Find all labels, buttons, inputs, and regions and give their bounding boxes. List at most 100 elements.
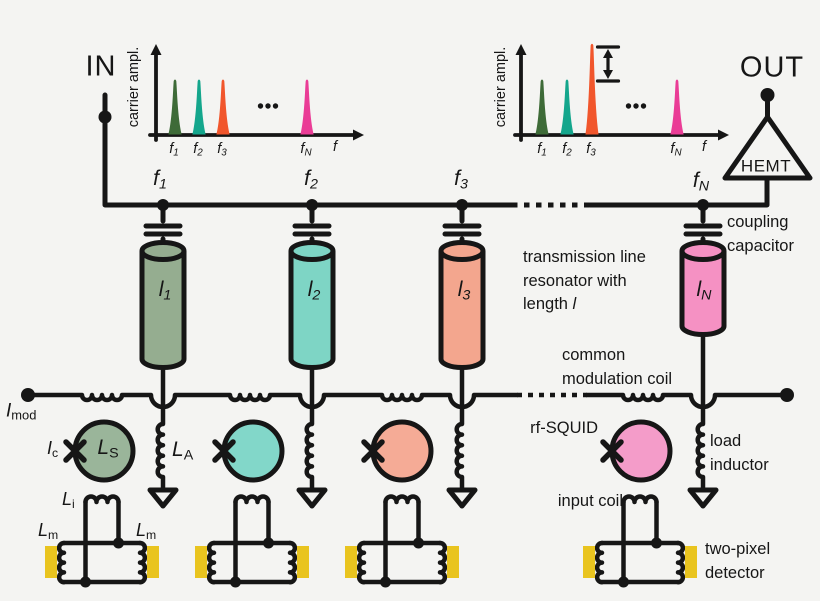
feedline-node-dot-4 [697,199,709,211]
spectrum-peak-1-0 [535,79,549,135]
resonator-cylinder-2 [288,251,336,370]
detector-pixel-right-4 [685,546,697,578]
input-coil-note: input coil [557,492,623,510]
out-port-label: OUT [739,51,805,84]
spectrum-ellipsis-dot [265,103,271,109]
detector-left-coil-2 [206,540,217,585]
ic-symbol: Ic [47,437,59,460]
load-inductor-1 [155,365,166,493]
hemt-triangle [722,114,813,181]
resonator-cylinder-top-3 [438,240,486,262]
spectrum-peak-0-2 [216,79,230,135]
spectrum-x-arrow-0 [353,129,364,141]
detector-left-coil-3 [356,540,367,585]
rf-squid-loop-3 [370,419,434,483]
spectrum-ellipsis-dot [633,103,639,109]
resonator-cylinder-1 [139,251,187,370]
two-pixel-detector-note: two-pixel detector [705,540,771,582]
resonator-cylinder-top-4 [679,240,727,262]
feedline-node-dot-1 [157,199,169,211]
input-tick-f2: f2 [193,140,203,159]
output-tick-f1: f1 [537,140,547,159]
modulation-return-dot [780,388,794,402]
resonator-label-l1: l1 [158,278,172,304]
spectrum-y-arrow-0 [150,44,162,55]
josephson-junction-4 [600,439,624,463]
node-label-f2: f2 [304,167,318,193]
in-terminal-dot [98,110,112,124]
input-coil-1 [83,494,121,505]
input-tick-f1: f1 [169,140,179,159]
input-coil-2 [233,494,271,505]
rf-squid-loop-4 [609,419,673,483]
detector-right-coil-3 [437,540,448,585]
output-tick-f2: f2 [562,140,572,159]
feedline-right [587,175,770,208]
detector-pixel-right-1 [147,546,159,578]
spectrum-ellipsis-dot [272,103,279,109]
ground-arrow-1 [147,487,179,509]
resonator-note: transmission line resonator with length … [523,248,646,313]
detector-pixel-right-3 [447,546,459,578]
ground-arrow-4 [687,487,719,509]
spectrum-ellipsis-dot [625,103,632,109]
node-label-f3: f3 [454,167,468,193]
modulation-line-right [584,392,790,410]
feedline-left [102,92,515,208]
spectrum-peak-0-0 [168,79,182,135]
input-spectrum-ylabel: carrier ampl. [125,46,142,128]
detector-pixel-left-4 [583,546,595,578]
input-tick-f3: f3 [217,140,227,159]
input-coil-4 [621,494,659,505]
modulation-line-left [25,392,520,410]
modulation-coil-note: common modulation coil [562,346,673,388]
detector-pixel-right-2 [297,546,309,578]
resonator-label-l3: l3 [457,278,471,304]
feedline-node-dot-3 [456,199,468,211]
detector-left-coil-4 [594,540,605,585]
input-tick-fN: fN [300,140,312,159]
spectrum-peak-1-3 [670,79,684,135]
amplitude-arrow-head-up [603,49,613,58]
out-terminal-dot [760,88,775,102]
resonator-cylinder-top-1 [139,240,187,262]
load-inductor-2 [304,365,315,493]
josephson-junction-3 [361,439,385,463]
spectrum-ellipsis-dot [640,103,647,109]
input-xlabel: f [332,138,338,155]
josephson-junction-1 [63,439,87,463]
spectrum-ellipsis-dot [257,103,264,109]
detector-pixel-left-2 [195,546,207,578]
rf-squid-loop-2 [221,419,285,483]
ground-arrow-2 [296,487,328,509]
resonator-label-lN: lN [696,278,712,304]
spectrum-peak-0-3 [300,79,314,135]
lm-right-symbol: Lm [136,519,157,542]
resonator-label-l2: l2 [307,278,321,304]
output-xlabel: f [701,138,707,155]
detector-pixel-left-3 [345,546,357,578]
spectrum-peak-1-2 [585,43,599,135]
node-label-fN: fN [692,169,710,195]
coupling-capacitor-note: coupling capacitor [727,213,794,255]
output-tick-fN: fN [670,140,682,159]
ground-arrow-3 [446,487,478,509]
resonator-cylinder-top-2 [288,240,336,262]
detector-left-coil-1 [56,540,67,585]
load-inductor-note: load inductor [710,432,769,474]
amplitude-arrow-head-down [603,70,613,79]
detector-pixel-left-1 [45,546,57,578]
spectrum-peak-1-1 [560,79,574,135]
josephson-junction-2 [212,439,236,463]
li-symbol: Li [62,488,75,511]
imod-terminal-dot [21,388,35,402]
detector-right-coil-4 [675,540,686,585]
node-label-f1: f1 [153,167,167,193]
load-inductor-3 [454,365,465,493]
rf-squid-note: rf-SQUID [530,419,598,437]
output-spectrum-ylabel: carrier ampl. [492,46,509,128]
spectrum-y-arrow-1 [515,44,527,55]
load-inductor-4 [695,332,706,493]
imod-symbol: Imod [6,400,37,423]
